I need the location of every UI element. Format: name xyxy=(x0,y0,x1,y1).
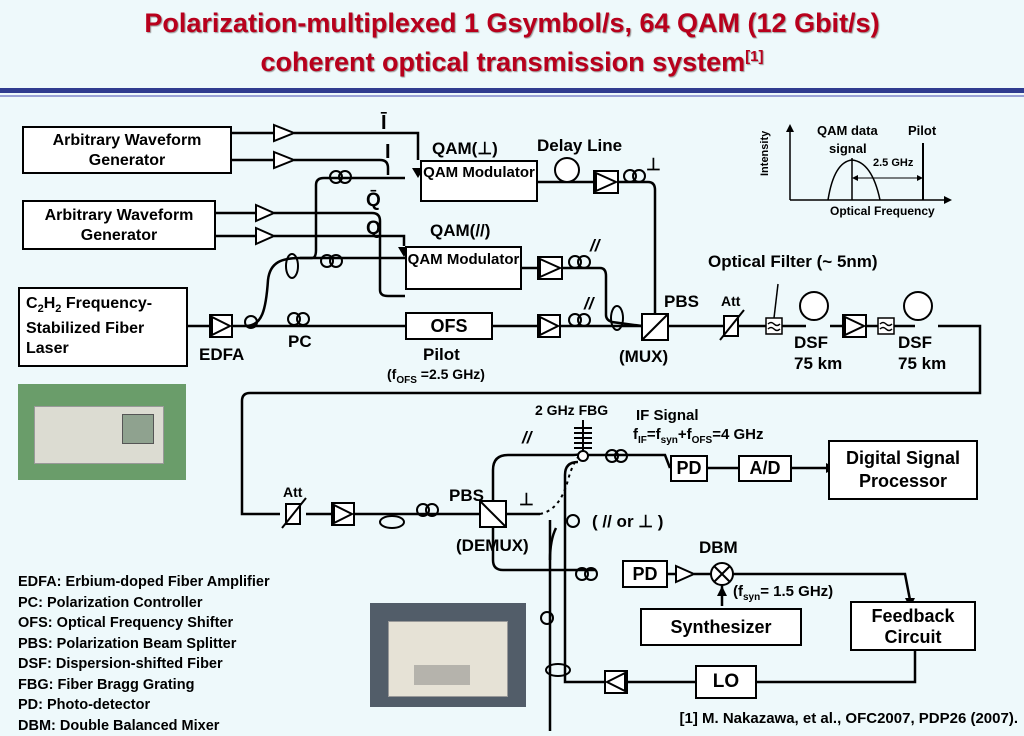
label-mux: (MUX) xyxy=(619,347,668,367)
label-par-or-perp: ( // or ⊥ ) xyxy=(592,512,663,532)
inset-pilot: Pilot xyxy=(908,123,936,138)
label-dbm: DBM xyxy=(699,538,738,558)
label-dsf-2: DSF xyxy=(898,333,932,353)
label-qam-perp: QAM(⊥) xyxy=(432,139,498,159)
lo-photo-unit xyxy=(388,621,508,697)
legend-item: EDFA: Erbium-doped Fiber Amplifier xyxy=(18,572,270,593)
label-if-signal: IF Signal xyxy=(636,407,699,424)
inset-yaxis: Intensity xyxy=(759,131,771,176)
inset-xaxis: Optical Frequency xyxy=(830,204,935,218)
label-q: Q xyxy=(366,218,381,240)
qam-modulator-1: QAM Modulator xyxy=(420,160,538,202)
ad-block: A/D xyxy=(738,455,792,482)
pd-2-block: PD xyxy=(622,560,668,588)
awg-2-block: Arbitrary Waveform Generator xyxy=(22,200,216,250)
label-demux: (DEMUX) xyxy=(456,536,529,556)
legend-item: OFS: Optical Frequency Shifter xyxy=(18,613,270,634)
label-qam-par: QAM(//) xyxy=(430,221,490,241)
label-fbg: 2 GHz FBG xyxy=(535,402,608,418)
ofs-block: OFS xyxy=(405,312,493,340)
lo-photo xyxy=(370,603,526,707)
label-pbs-demux: PBS xyxy=(449,486,484,506)
label-perp-2: ⊥ xyxy=(519,490,534,510)
synthesizer-block: Synthesizer xyxy=(640,608,802,646)
lo-photo-panel xyxy=(414,665,470,685)
label-att-1: Att xyxy=(721,293,740,309)
legend-item: PBS: Polarization Beam Splitter xyxy=(18,634,270,655)
laser-label: C2H2 Frequency-Stabilized Fiber Laser xyxy=(26,295,152,357)
legend-item: DSF: Dispersion-shifted Fiber xyxy=(18,654,270,675)
laser-block: C2H2 Frequency-Stabilized Fiber Laser xyxy=(18,287,188,367)
reference-citation: [1] M. Nakazawa, et al., OFC2007, PDP26 … xyxy=(680,710,1018,727)
label-pbs-mux: PBS xyxy=(664,292,699,312)
feedback-circuit-block: Feedback Circuit xyxy=(850,601,976,651)
inset-qam-data: QAM data xyxy=(817,123,878,138)
legend-item: PD: Photo-detector xyxy=(18,695,270,716)
laser-photo-screen xyxy=(122,414,154,444)
lo-block: LO xyxy=(695,665,757,699)
label-i-bar: Ī xyxy=(381,112,387,135)
label-edfa: EDFA xyxy=(199,345,244,365)
legend-item: PC: Polarization Controller xyxy=(18,593,270,614)
label-pc: PC xyxy=(288,332,312,352)
inset-signal: signal xyxy=(829,141,867,156)
label-i: I xyxy=(385,141,391,164)
label-par-3: // xyxy=(522,428,531,448)
legend-item: DBM: Double Balanced Mixer xyxy=(18,716,270,736)
label-att-2: Att xyxy=(283,484,302,500)
awg-1-block: Arbitrary Waveform Generator xyxy=(22,126,232,174)
label-perp-1: ⊥ xyxy=(646,155,661,175)
inset-spacing: 2.5 GHz xyxy=(873,157,913,169)
label-dsf-2-length: 75 km xyxy=(898,354,946,374)
label-pilot: Pilot xyxy=(423,345,460,365)
laser-photo xyxy=(18,384,186,480)
label-q-bar: Q̄ xyxy=(366,190,381,212)
label-fif: fIF=fsyn+fOFS=4 GHz xyxy=(633,426,764,446)
label-par-1: // xyxy=(590,236,599,256)
dsp-block: Digital Signal Processor xyxy=(828,440,978,500)
label-fsyn: (fsyn= 1.5 GHz) xyxy=(733,583,833,603)
label-delay-line: Delay Line xyxy=(537,136,622,156)
label-par-2: // xyxy=(584,294,593,314)
label-dsf-1-length: 75 km xyxy=(794,354,842,374)
pd-1-block: PD xyxy=(670,455,708,482)
abbreviation-legend: EDFA: Erbium-doped Fiber Amplifier PC: P… xyxy=(18,572,270,736)
legend-item: FBG: Fiber Bragg Grating xyxy=(18,675,270,696)
label-dsf-1: DSF xyxy=(794,333,828,353)
label-optical-filter: Optical Filter (~ 5nm) xyxy=(708,252,878,272)
label-fofs: (fOFS =2.5 GHz) xyxy=(387,366,485,386)
qam-modulator-2: QAM Modulator xyxy=(405,246,522,290)
